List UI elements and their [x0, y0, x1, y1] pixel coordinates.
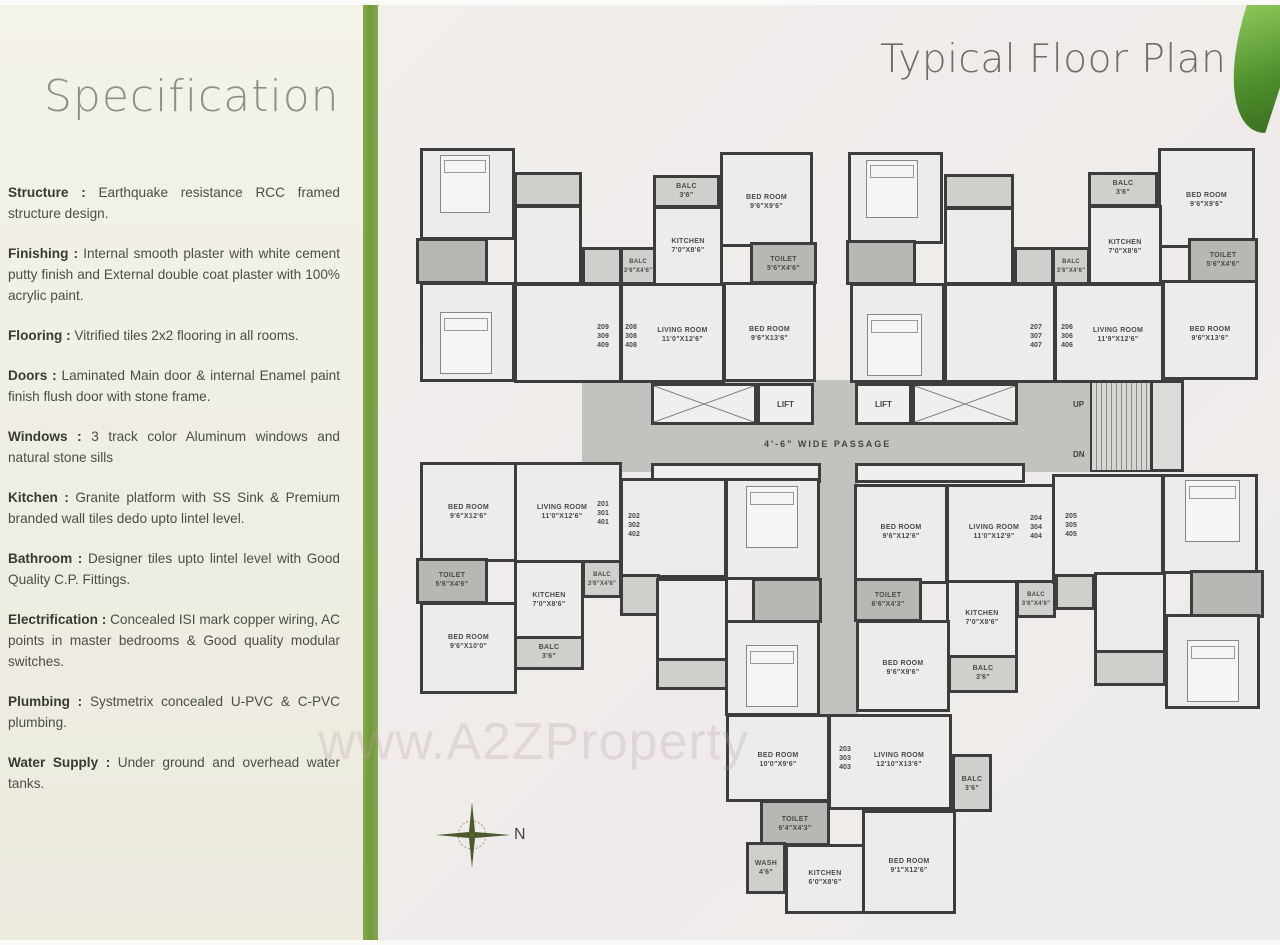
spec-structure: Structure : Earthquake resistance RCC fr… [8, 185, 340, 221]
room-toilet [846, 240, 916, 285]
spec-bathroom: Bathroom : Designer tiles upto lintel le… [8, 551, 340, 587]
spec-windows: Windows : 3 track color Aluminum windows… [8, 429, 340, 465]
room-kitchen [656, 578, 728, 662]
room-toilet [752, 578, 822, 623]
room-balcony [1094, 650, 1166, 686]
room-living [1052, 474, 1164, 584]
stair-landing [1150, 380, 1184, 472]
spec-flooring: Flooring : Vitrified tiles 2x2 flooring … [8, 328, 299, 343]
passage-vertical [820, 470, 858, 715]
room-kitchen [1094, 572, 1166, 658]
lift-shaft-left [651, 383, 757, 425]
room-balcony [656, 658, 728, 690]
floor-plan-title: Typical Floor Plan [880, 37, 1227, 82]
spec-finishing: Finishing : Internal smooth plaster with… [8, 246, 340, 303]
compass-north-label: N [514, 826, 526, 843]
lift-left: LIFT [757, 383, 814, 425]
duct-right [855, 463, 1025, 483]
specification-title: Specification [44, 71, 340, 122]
bed-icon [1185, 480, 1240, 542]
room-kitchen [514, 205, 582, 285]
room-dry-balcony [620, 574, 660, 616]
specification-list: Structure : Earthquake resistance RCC fr… [8, 182, 340, 813]
lift-shaft-right [912, 383, 1018, 425]
compass-icon [436, 802, 510, 868]
room-balcony [944, 174, 1014, 209]
room-dry-balcony [1014, 247, 1054, 285]
spec-plumbing: Plumbing : Systmetrix concealed U-PVC & … [8, 694, 340, 730]
bed-icon [1187, 640, 1239, 702]
room-toilet [416, 238, 488, 284]
room-balcony [514, 172, 582, 207]
lift-right: LIFT [855, 383, 912, 425]
room-dry-balcony [582, 247, 622, 285]
passage-label: 4'-6" WIDE PASSAGE [764, 439, 892, 449]
spec-doors: Doors : Laminated Main door & internal E… [8, 368, 340, 404]
bed-icon [746, 486, 798, 548]
spec-kitchen: Kitchen : Granite platform with SS Sink … [8, 490, 340, 526]
room-dry-balcony [1055, 574, 1095, 610]
bed-icon [866, 160, 918, 218]
spec-electrification: Electrification : Concealed ISI mark cop… [8, 612, 340, 669]
room-kitchen [944, 207, 1014, 285]
spec-water-supply: Water Supply : Under ground and overhead… [8, 755, 340, 791]
room-toilet [1190, 570, 1264, 618]
divider-bar [363, 5, 378, 940]
bed-icon [440, 312, 492, 374]
stairs-down-label: DN [1073, 450, 1085, 459]
staircase [1090, 380, 1154, 472]
bed-icon [746, 645, 798, 707]
bed-icon [440, 155, 490, 213]
specification-panel: Specification Structure : Earthquake res… [0, 5, 363, 940]
bed-icon [867, 314, 922, 376]
stairs-up-label: UP [1073, 400, 1085, 409]
